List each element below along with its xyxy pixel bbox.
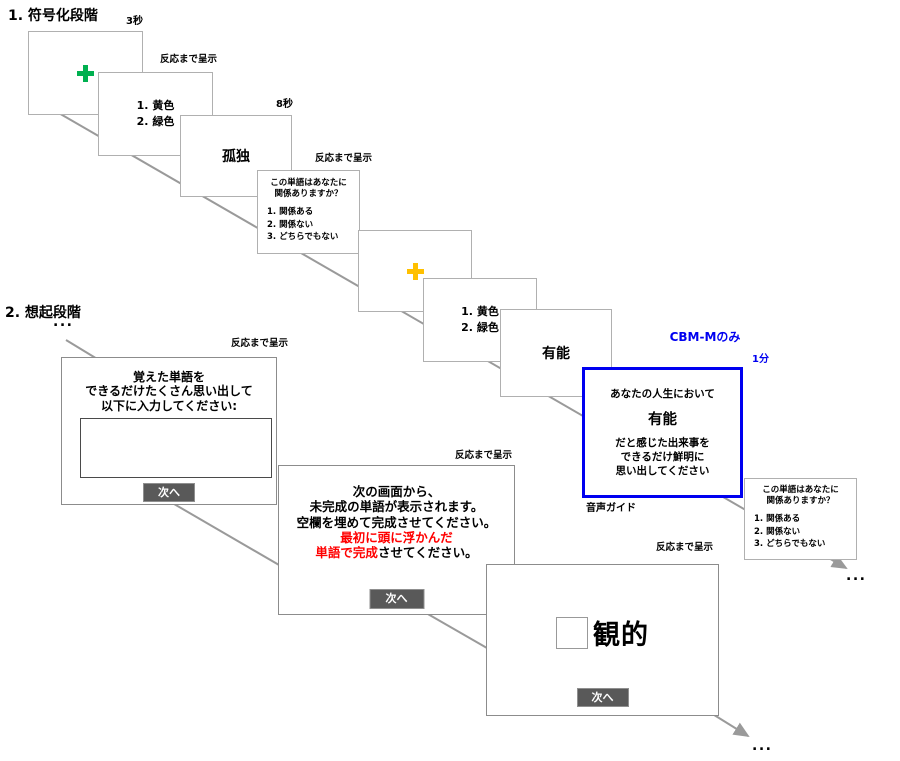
card-completion-instruction: 次の画面から、 未完成の単語が表示されます。 空欄を埋めて完成させてください。 …	[278, 465, 515, 615]
phase1-heading: 1. 符号化段階	[8, 8, 98, 24]
recall-instruction-line3: 以下に入力してください:	[100, 398, 238, 413]
relevance-question1-label: 反応まで呈示	[314, 153, 372, 164]
card-cbm-imagery: あなたの人生において 有能 だと感じた出来事を できるだけ鮮明に 思い出してくだ…	[582, 367, 743, 498]
relevance-option-1: 1. 関係ある	[267, 206, 314, 217]
relevance-question-line2: 関係ありますか？	[766, 496, 835, 507]
relevance-option-2: 2. 関係ない	[754, 526, 801, 537]
cbm-duration-label: 1分	[752, 354, 769, 365]
next-button[interactable]: 次へ	[143, 483, 195, 502]
completion-instruction-label: 反応まで呈示	[454, 450, 512, 461]
stimulus-word-1: 孤独	[222, 149, 250, 165]
next-button[interactable]: 次へ	[576, 688, 629, 707]
cbm-target-word: 有能	[648, 411, 677, 428]
stimulus-word-2: 有能	[542, 346, 570, 362]
relevance-option-2: 2. 関係ない	[267, 219, 314, 230]
cbm-line3: できるだけ鮮明に	[620, 451, 705, 463]
phase1-continuation-ellipsis: ...	[846, 568, 867, 584]
blank-letter-box	[556, 616, 588, 649]
relevance-option-1: 1. 関係ある	[754, 513, 801, 524]
color-option-yellow: 1. 黄色	[136, 99, 175, 113]
instruction-line1: 次の画面から、	[352, 484, 441, 499]
free-recall-label: 反応まで呈示	[230, 338, 288, 349]
word1-duration-label: 8秒	[276, 99, 293, 110]
next-button[interactable]: 次へ	[369, 589, 424, 609]
color-option-green: 2. 緑色	[136, 115, 175, 128]
relevance-option-3: 3. どちらでもない	[754, 539, 826, 550]
cbm-line1: あなたの人生において	[610, 387, 715, 400]
instruction-line3: 空欄を埋めて完成させてください。	[296, 514, 497, 530]
instruction-red-line: 最初に頭に浮かんだ	[340, 529, 453, 545]
color-option-green: 2. 緑色	[461, 321, 499, 334]
fixation-cross-green-icon	[77, 64, 94, 82]
recall-instruction-line2: できるだけたくさん思い出して	[85, 384, 253, 399]
cbm-line2: だと感じた出来事を	[615, 436, 710, 449]
cbm-line4: 思い出してください	[615, 465, 710, 478]
relevance-question-line2: 関係ありますか？	[274, 189, 343, 200]
fragment-word: 観的	[593, 620, 649, 651]
recall-instruction-line1: 覚えた単語を	[132, 370, 205, 384]
card-word-fragment: 観的 次へ	[486, 564, 719, 716]
instruction-line2: 未完成の単語が表示されます。	[309, 499, 484, 515]
color-question1-label: 反応まで呈示	[159, 54, 217, 65]
card-relevance-question-1: この単語はあなたに 関係ありますか？ 1. 関係ある 2. 関係ない 3. どち…	[257, 170, 360, 254]
color-option-yellow: 1. 黄色	[461, 305, 499, 319]
instruction-black-part: させてください。	[377, 545, 478, 560]
recall-input[interactable]	[80, 418, 272, 478]
phase2-heading: 2. 想起段階	[5, 305, 81, 321]
relevance-question-line1: この単語はあなたに	[270, 178, 347, 188]
phase2-start-ellipsis: ...	[53, 314, 74, 330]
card-free-recall: 覚えた単語を できるだけたくさん思い出して 以下に入力してください: 次へ	[61, 357, 277, 505]
word-fragment-label: 反応まで呈示	[655, 542, 713, 553]
relevance-option-3: 3. どちらでもない	[267, 232, 339, 243]
fixation-cross-orange-icon	[406, 262, 424, 280]
voice-guide-caption: 音声ガイド	[586, 503, 636, 514]
relevance-question-line1: この単語はあなたに	[762, 485, 839, 495]
cbm-condition-tag: CBM-Mのみ	[669, 330, 741, 344]
phase2-continuation-ellipsis: ...	[752, 738, 773, 754]
card-word-1: 孤独	[180, 115, 292, 197]
instruction-red-part: 単語で完成	[315, 545, 378, 560]
card-relevance-question-2: この単語はあなたに 関係ありますか？ 1. 関係ある 2. 関係ない 3. どち…	[744, 478, 857, 560]
fixation1-duration-label: 3秒	[126, 16, 143, 27]
